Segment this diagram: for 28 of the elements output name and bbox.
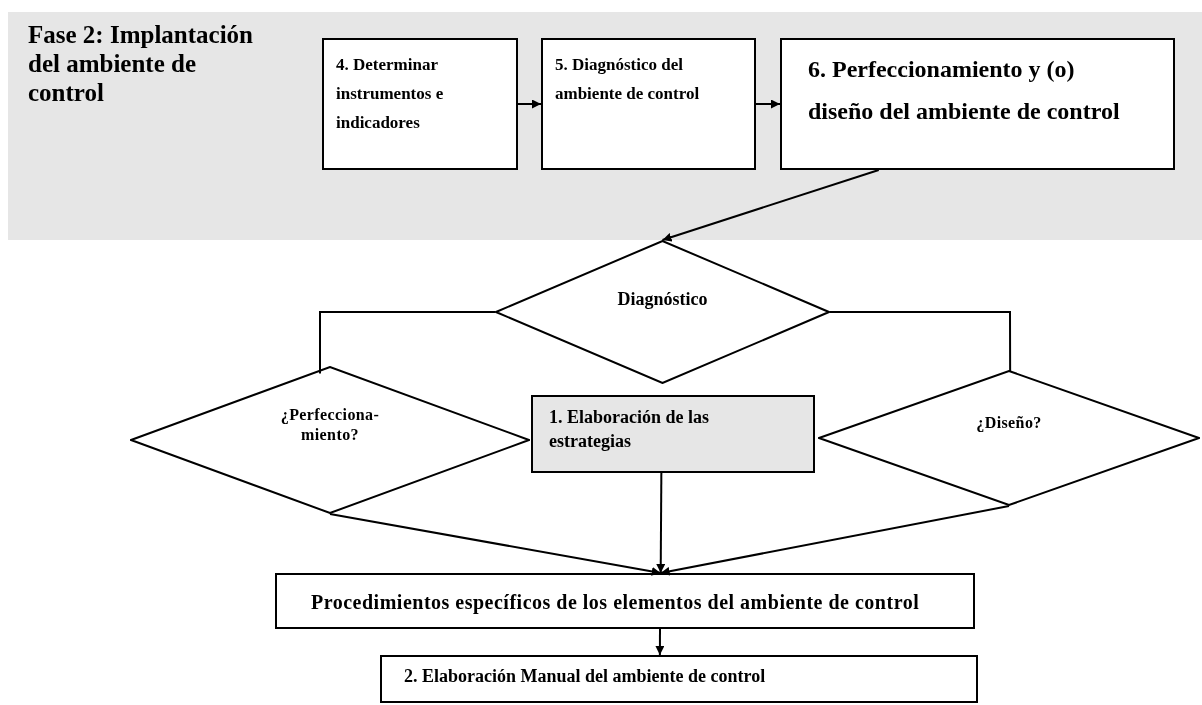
arrow xyxy=(659,505,1010,576)
process-box xyxy=(322,38,518,170)
decision-diamond xyxy=(818,370,1200,506)
node-label: ¿Diseño? xyxy=(976,413,1042,434)
process-box xyxy=(380,655,978,703)
connector-line xyxy=(829,311,1012,374)
node-label: Procedimientos específicos de los elementos del ambiente de control xyxy=(310,590,921,616)
process-box xyxy=(780,38,1175,170)
node-label: ¿Perfecciona- miento? xyxy=(279,405,381,445)
node-label: Diagnóstico xyxy=(617,287,708,311)
arrow xyxy=(755,99,781,109)
arrow xyxy=(656,472,666,574)
arrow xyxy=(661,169,880,242)
arrow xyxy=(517,99,542,109)
node-label: 1. Elaboración de las estrategias xyxy=(548,406,710,453)
decision-diamond xyxy=(130,366,530,514)
node-label: 5. Diagnóstico del ambiente de control xyxy=(554,54,701,105)
connector-line xyxy=(319,311,496,375)
node-label: 6. Perfeccionamiento y (o) diseño del ambiente de control xyxy=(807,55,1121,126)
phase-panel xyxy=(8,12,1202,240)
node-label: 2. Elaboración Manual del ambiente de control xyxy=(403,665,767,688)
process-box xyxy=(275,573,975,629)
process-box xyxy=(541,38,756,170)
arrow xyxy=(655,628,665,656)
process-box xyxy=(531,395,815,473)
node-label: Fase 2: Implantación del ambiente de control xyxy=(28,20,254,107)
node-label: 4. Determinar instrumentos e indicadores xyxy=(335,54,445,134)
arrow xyxy=(329,513,662,576)
